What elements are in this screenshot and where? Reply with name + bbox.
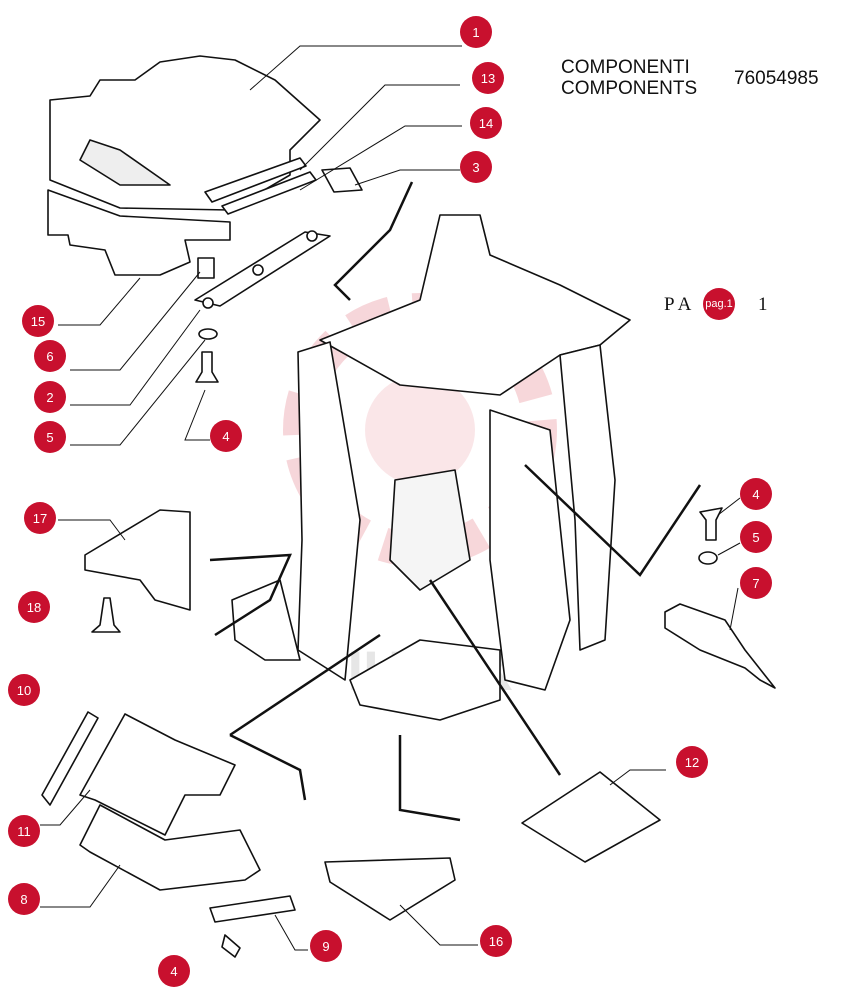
cab-floor [349, 639, 501, 721]
callout-2[interactable]: 2 [34, 381, 66, 413]
callout-4-lower[interactable]: 4 [158, 955, 190, 987]
bracket-7 [664, 603, 776, 689]
leader-2 [70, 309, 201, 406]
wire-curve [229, 733, 307, 801]
callout-10[interactable]: 10 [8, 674, 40, 706]
roof-ridge [79, 139, 171, 186]
leader-4c [717, 497, 741, 516]
page-ref-left: P A [664, 294, 692, 315]
cab-frame-top [319, 214, 631, 396]
plate-16 [324, 857, 456, 921]
leader-5b [717, 542, 741, 556]
callout-12[interactable]: 12 [676, 746, 708, 778]
callout-13[interactable]: 13 [472, 62, 504, 94]
leader-14 [299, 125, 462, 191]
rail-hole [306, 230, 318, 242]
leader-7 [729, 587, 739, 631]
callout-9[interactable]: 9 [310, 930, 342, 962]
callout-7[interactable]: 7 [740, 567, 772, 599]
screw-4-lower [221, 934, 241, 958]
cab-back [559, 344, 616, 651]
page-ref-badge[interactable]: pag.1 [703, 288, 735, 320]
callout-15[interactable]: 15 [22, 305, 54, 337]
callout-4[interactable]: 4 [210, 420, 242, 452]
leader-5a [70, 339, 206, 446]
washer-5-right [698, 551, 718, 565]
mat-8 [79, 804, 261, 891]
callout-3[interactable]: 3 [460, 151, 492, 183]
leader-12 [609, 769, 666, 786]
rail-hole [202, 297, 214, 309]
leader-16 [399, 904, 478, 946]
leader-1 [249, 45, 462, 91]
cab-side-plate [231, 579, 301, 661]
callout-6[interactable]: 6 [34, 340, 66, 372]
leader-17 [58, 519, 126, 541]
bracket-3 [321, 167, 363, 193]
leader-13 [299, 84, 460, 171]
mat-11 [79, 713, 236, 836]
screw-4-right [699, 507, 723, 541]
leader-9 [274, 914, 308, 951]
bolt-6 [197, 257, 215, 279]
callout-18[interactable]: 18 [18, 591, 50, 623]
part-number: 76054985 [734, 68, 819, 89]
cab-left-post [297, 341, 361, 681]
plate-12 [521, 771, 661, 863]
callout-5-right[interactable]: 5 [740, 521, 772, 553]
callout-11[interactable]: 11 [8, 815, 40, 847]
leader-11 [40, 789, 91, 826]
wire-curve [333, 181, 414, 301]
leader-15 [58, 277, 141, 326]
cab-seat [389, 469, 471, 591]
leader-4a [184, 389, 210, 441]
screw-4 [195, 351, 219, 383]
callout-4-right[interactable]: 4 [740, 478, 772, 510]
callout-16[interactable]: 16 [480, 925, 512, 957]
callout-17[interactable]: 17 [24, 502, 56, 534]
strip-9 [209, 895, 296, 923]
strip-13 [204, 157, 307, 203]
wire-curve [209, 553, 292, 637]
callout-14[interactable]: 14 [470, 107, 502, 139]
plate-17 [84, 509, 191, 611]
wire-curve [524, 464, 702, 577]
washer-5 [198, 328, 218, 340]
roof-panel-lower [47, 189, 231, 276]
leader-6 [70, 271, 201, 371]
strip-10 [41, 711, 99, 806]
callout-5[interactable]: 5 [34, 421, 66, 453]
screw-18 [91, 597, 121, 633]
leader-8 [40, 864, 121, 908]
rail-hole [252, 264, 264, 276]
leader-3 [354, 169, 460, 186]
wire-curve [229, 633, 381, 737]
title-english: COMPONENTS [561, 78, 698, 99]
title-italian: COMPONENTI [561, 57, 690, 78]
cab-door [489, 409, 571, 691]
callout-1[interactable]: 1 [460, 16, 492, 48]
wire-curve [398, 735, 461, 822]
page-ref-right: 1 [758, 294, 768, 315]
wire-curve [428, 579, 562, 776]
callout-8[interactable]: 8 [8, 883, 40, 915]
